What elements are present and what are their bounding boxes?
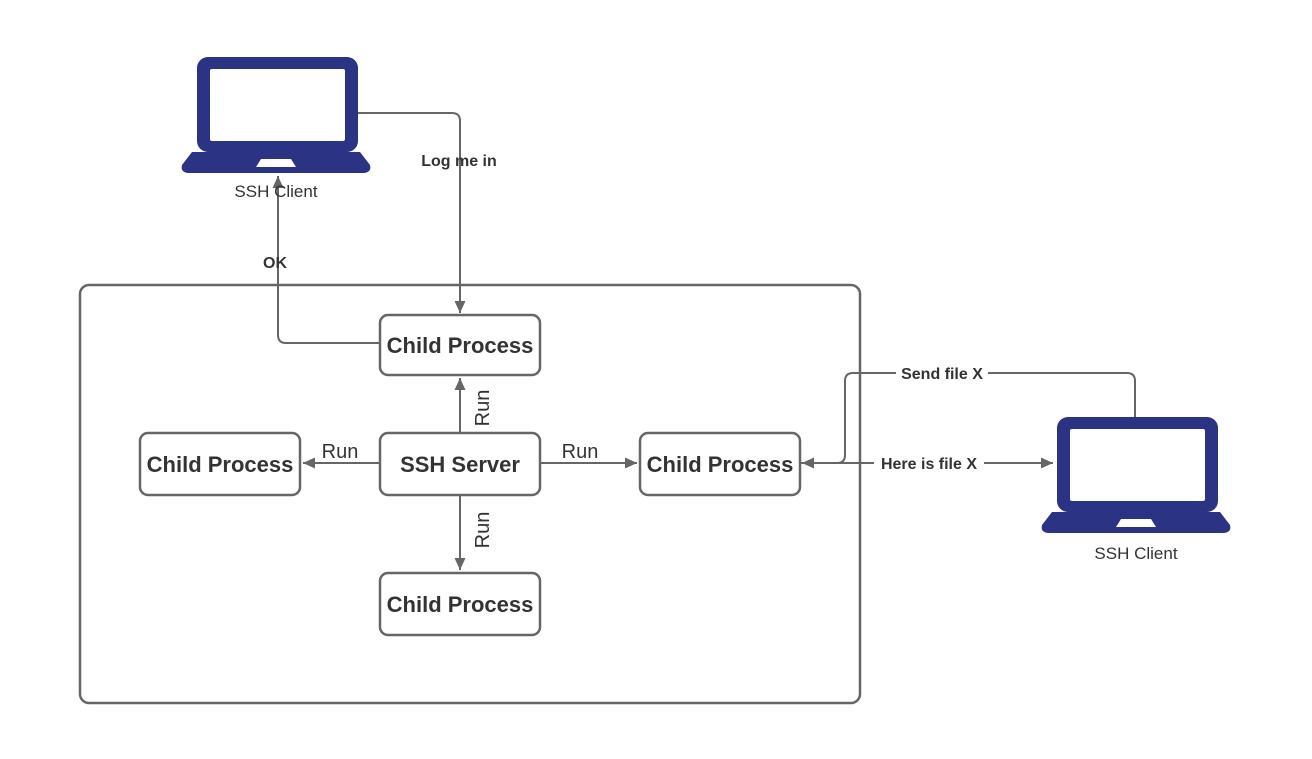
laptop-client-top xyxy=(181,57,371,173)
send-file-label-bg xyxy=(896,364,988,383)
node-child-process-left xyxy=(138,431,302,497)
run-left-label: Run xyxy=(322,441,359,463)
server-host-boundary xyxy=(78,283,862,705)
edge-send-file xyxy=(802,372,1136,469)
edge-log-me-in xyxy=(358,112,466,313)
run-right-label: Run xyxy=(562,441,599,463)
laptop-client-right xyxy=(1041,417,1231,533)
run-top-label: Run xyxy=(472,390,494,427)
run-bottom-label: Run xyxy=(472,512,494,549)
here-is-file-label-bg xyxy=(874,454,984,473)
child-process-right-label: Child Process xyxy=(647,452,794,477)
child-process-top-label: Child Process xyxy=(387,333,534,358)
child-process-left-label: Child Process xyxy=(147,452,294,477)
child-process-bottom-label: Child Process xyxy=(387,592,534,617)
here-is-file-label: Here is file X xyxy=(881,456,977,473)
ssh-client-top-label: SSH Client xyxy=(234,182,317,201)
node-child-process-top xyxy=(378,313,542,377)
send-file-label: Send file X xyxy=(901,366,983,383)
log-me-in-label: Log me in xyxy=(421,153,497,170)
node-child-process-bottom xyxy=(378,571,542,637)
ssh-server-label: SSH Server xyxy=(400,452,520,477)
node-child-process-right xyxy=(638,431,802,497)
ssh-client-right-label: SSH Client xyxy=(1094,544,1177,563)
edge-ok xyxy=(272,176,380,344)
node-ssh-server xyxy=(378,431,542,497)
ok-label: OK xyxy=(263,255,287,272)
